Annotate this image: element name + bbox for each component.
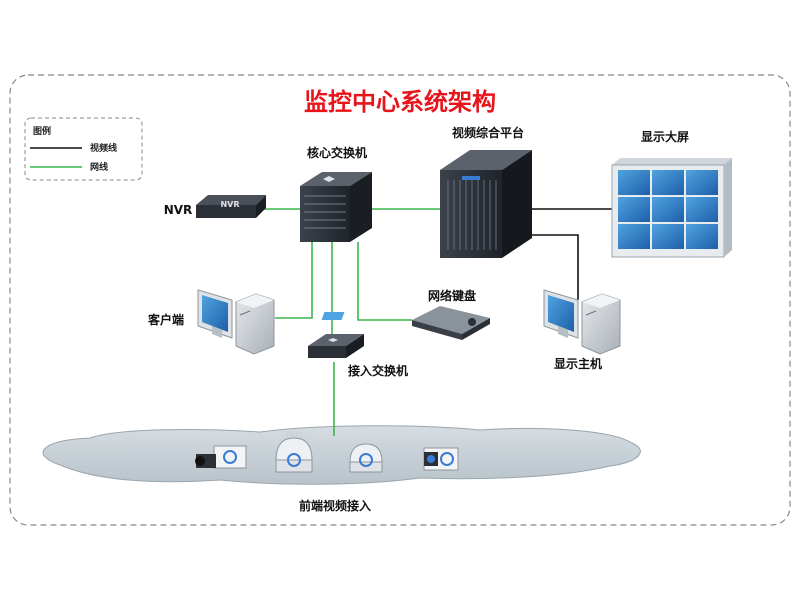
legend: 图例 视频线 网线	[24, 117, 143, 181]
nvr-device: NVR	[196, 195, 266, 218]
display-host-device	[543, 289, 621, 355]
frontend-cameras	[195, 432, 459, 473]
label-nvr: NVR	[164, 203, 193, 217]
link-platform-host	[532, 234, 579, 300]
diagram-frame	[9, 74, 791, 526]
access-switch-device	[308, 334, 364, 358]
keyboard-icon	[412, 306, 490, 334]
legend-heading: 图例	[33, 125, 51, 137]
keyboard-device	[321, 306, 490, 340]
legend-box	[24, 117, 143, 181]
label-frontend: 前端视频接入	[299, 498, 371, 513]
camera-icon	[195, 445, 247, 469]
label-video-platform: 视频综合平台	[452, 125, 524, 140]
diagram-title: 监控中心系统架构	[304, 88, 496, 116]
link-keyboard-core	[357, 242, 412, 321]
video-wall-icon	[612, 158, 732, 165]
frontend-cloud	[42, 425, 641, 485]
nvr-icon	[196, 195, 266, 205]
video-connections	[532, 208, 612, 300]
camera-icon	[423, 447, 459, 471]
dome-camera-icon	[349, 443, 383, 473]
client-pc-device	[197, 289, 275, 355]
cloud-shape	[42, 425, 641, 485]
label-core-switch: 核心交换机	[307, 145, 367, 160]
link-client-core	[275, 242, 313, 319]
network-connections	[262, 208, 440, 436]
video-platform-device	[440, 150, 532, 258]
label-client: 客户端	[147, 312, 184, 327]
core-switch-device	[300, 172, 372, 242]
nvr-device-text: NVR	[220, 200, 239, 209]
server-rack-icon	[440, 150, 532, 170]
legend-network-line-label: 网线	[90, 161, 108, 173]
label-network-keyboard: 网络键盘	[428, 288, 476, 303]
switch-icon	[300, 172, 372, 186]
label-access-switch: 接入交换机	[348, 363, 408, 378]
display-wall-device	[611, 158, 732, 258]
dome-camera-icon	[275, 432, 313, 473]
label-display-host: 显示主机	[554, 356, 602, 371]
legend-video-line-label: 视频线	[90, 142, 117, 154]
label-display-wall: 显示大屏	[641, 129, 689, 144]
